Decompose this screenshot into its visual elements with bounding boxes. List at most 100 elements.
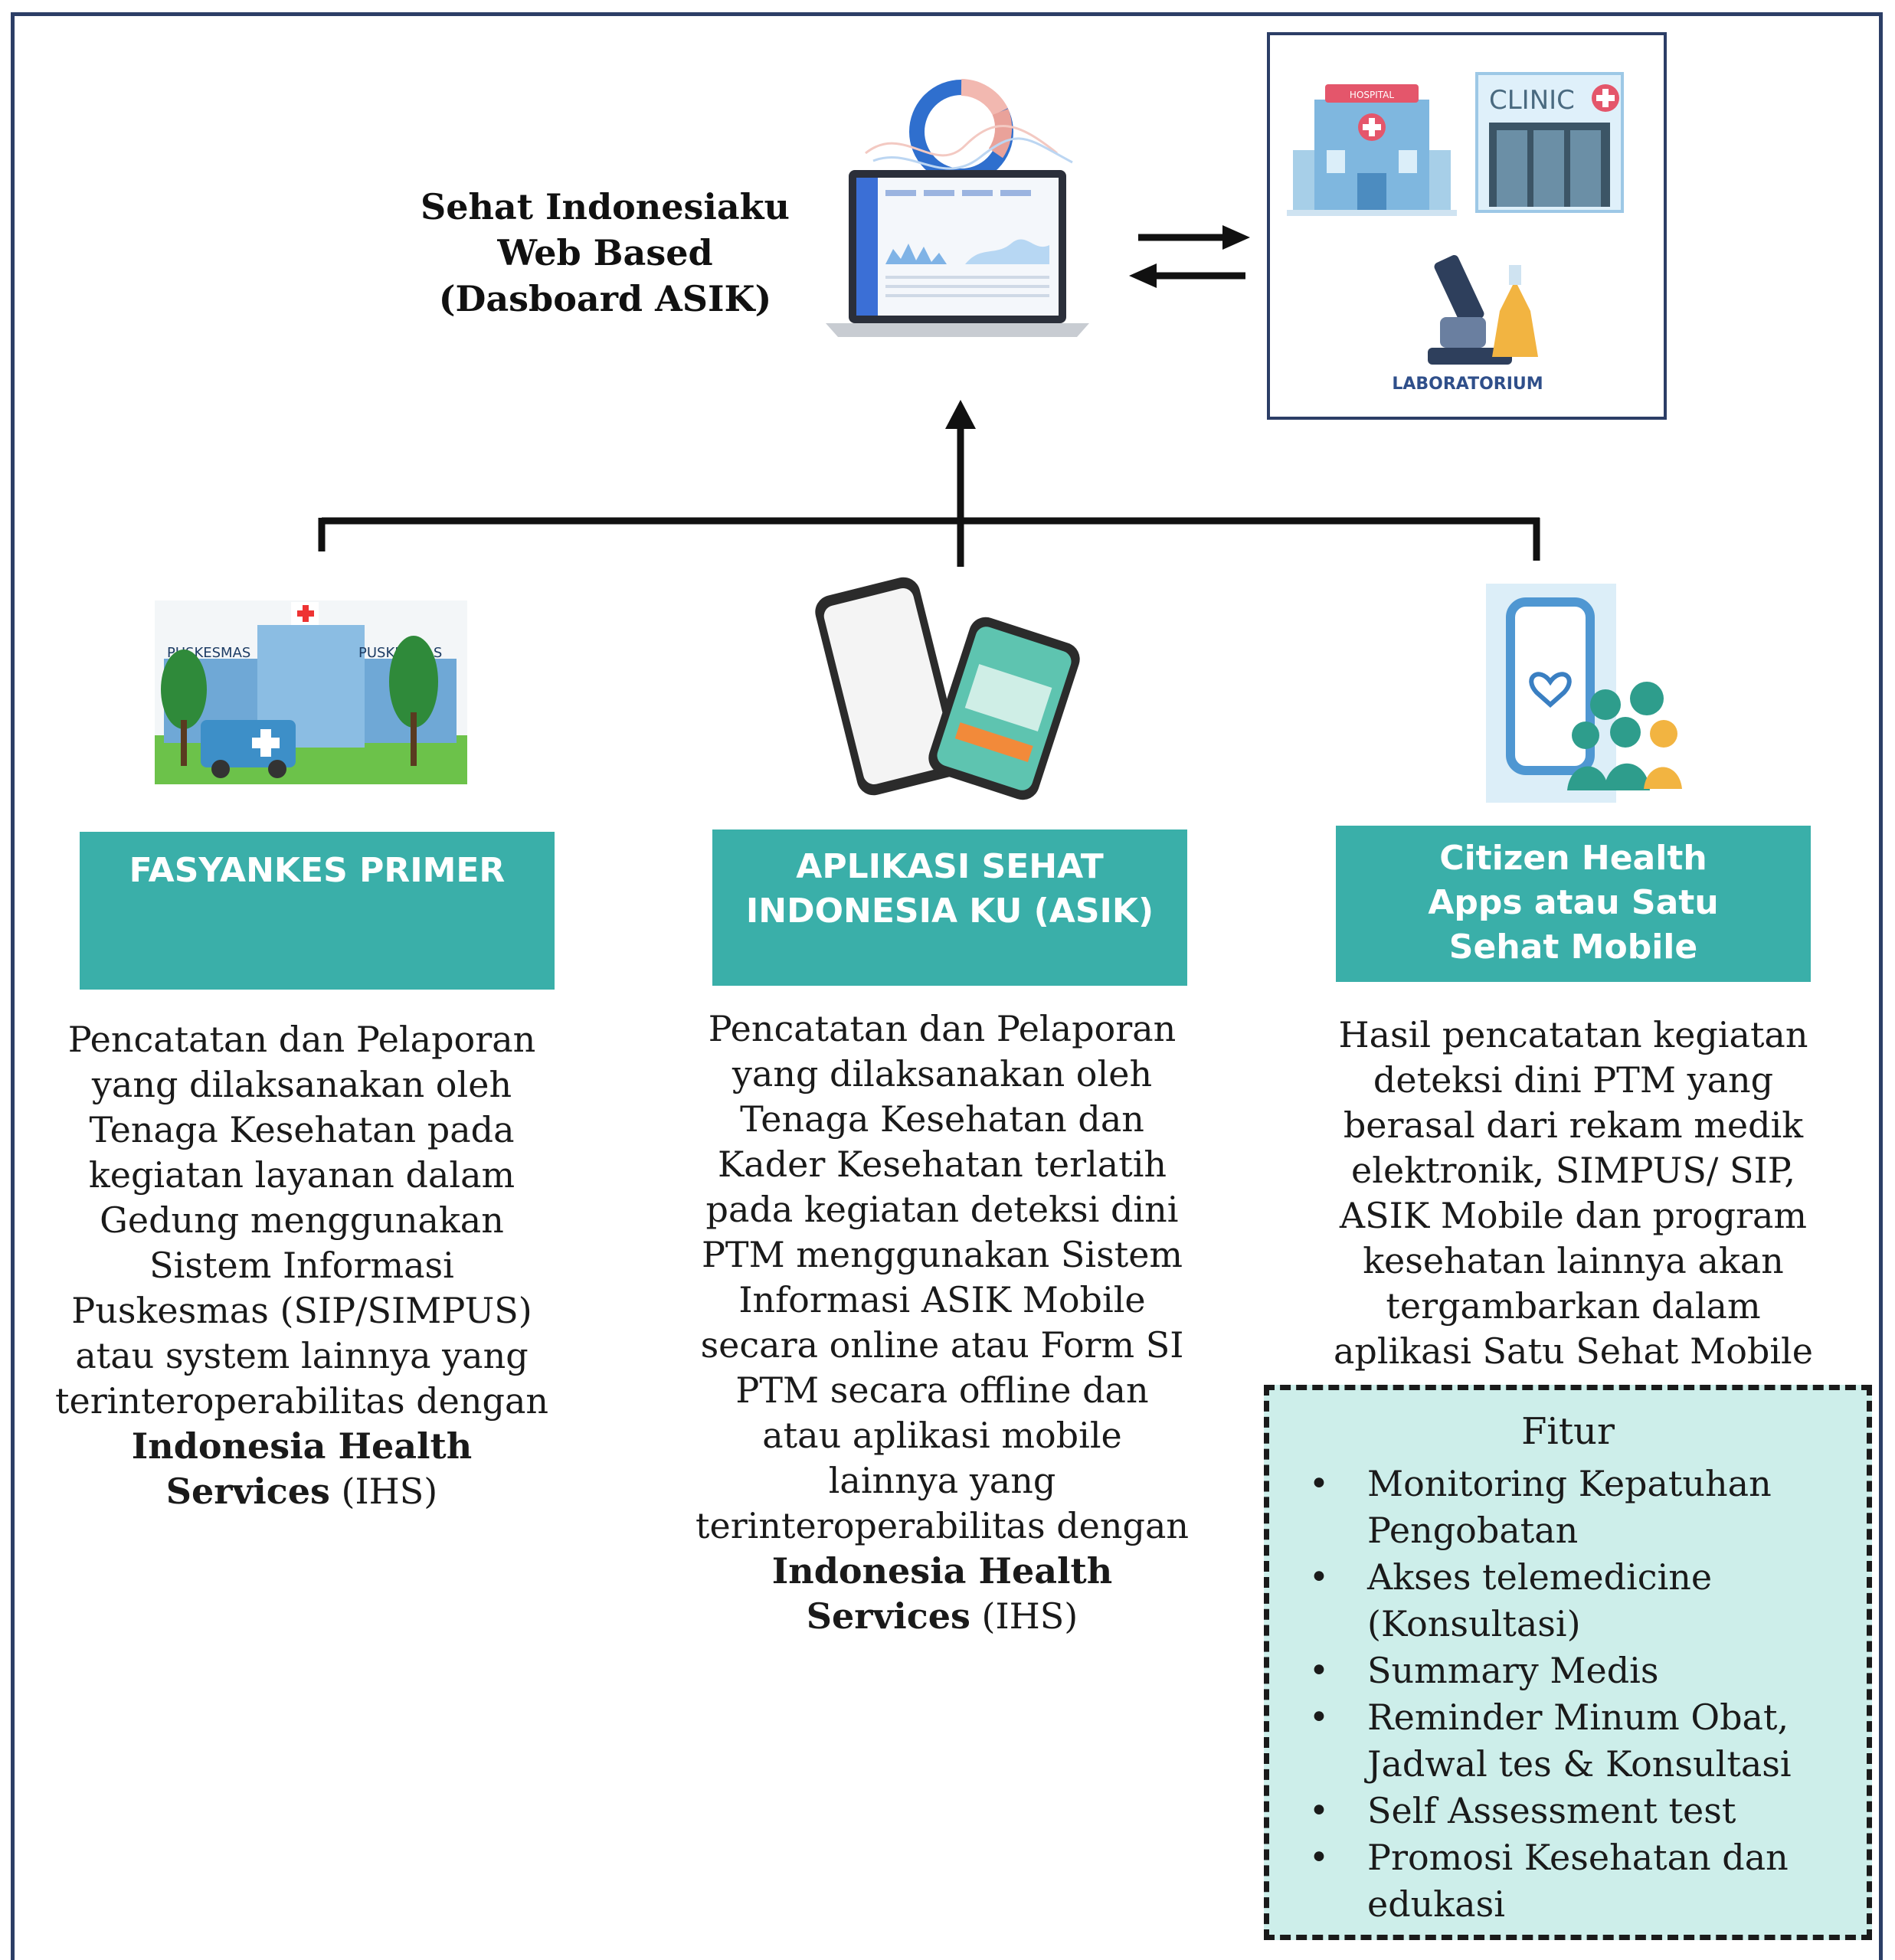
description-line: Services (IHS) (41, 1469, 562, 1514)
description-bold-word: Services (806, 1595, 970, 1637)
description-line: kesehatan lainnya akan (1363, 1240, 1784, 1281)
description-fasyankes: Pencatatan dan Pelaporan yang dilaksanak… (41, 1017, 562, 1514)
bullet-icon: • (1309, 1651, 1329, 1690)
description-line: ASIK Mobile dan program (1339, 1195, 1808, 1236)
features-box: Fitur • Monitoring Kepatuhan Pengobatan … (1264, 1385, 1872, 1940)
description-line: Kader Kesehatan terlatih (717, 1144, 1167, 1185)
feature-item: • Summary Medis (1309, 1648, 1792, 1694)
description-line: Services (IHS) (682, 1594, 1203, 1639)
header-line: Citizen Health (1439, 839, 1707, 878)
hospital-icon (1287, 84, 1457, 216)
description-line: Tenaga Kesehatan pada (89, 1109, 515, 1150)
header-line: APLIKASI SEHAT (796, 847, 1104, 886)
dashboard-title-line: Sehat Indonesiaku (420, 186, 790, 227)
description-line: PTM menggunakan Sistem (701, 1234, 1183, 1275)
facilities-box: HOSPITAL CLINIC LABORATORIUM (1267, 32, 1667, 420)
description-line: yang dilaksanakan oleh (91, 1064, 512, 1105)
feature-line: Jadwal tes & Konsultasi (1367, 1743, 1792, 1785)
outer-frame (11, 12, 1883, 1960)
bullet-icon: • (1309, 1791, 1329, 1831)
feature-line: Pengobatan (1367, 1510, 1579, 1551)
features-title: Fitur (1521, 1410, 1615, 1453)
bullet-icon: • (1309, 1464, 1329, 1504)
clinic-label: CLINIC (1489, 85, 1575, 116)
exchange-arrows (1129, 225, 1250, 288)
dashboard-title: Sehat Indonesiaku Web Based (Dasboard AS… (391, 184, 820, 322)
description-citizen: Hasil pencatatan kegiatan deteksi dini P… (1313, 1013, 1834, 1374)
feature-line: Self Assessment test (1367, 1790, 1736, 1831)
tree-connector (318, 400, 1540, 567)
description-line: pada kegiatan deteksi dini (705, 1189, 1179, 1230)
description-line: Sistem Informasi (149, 1245, 454, 1286)
bullet-icon: • (1309, 1698, 1329, 1737)
header-citizen-health: Citizen Health Apps atau Satu Sehat Mobi… (1336, 826, 1811, 982)
description-bold-word: Services (165, 1471, 330, 1512)
feature-item: • Promosi Kesehatan dan edukasi (1309, 1834, 1792, 1928)
description-bold-line: Indonesia Health (131, 1425, 473, 1467)
description-line: PTM secara offline dan (735, 1369, 1149, 1411)
feature-item: • Akses telemedicine (Konsultasi) (1309, 1554, 1792, 1648)
bullet-icon: • (1309, 1838, 1329, 1877)
description-line: lainnya yang (828, 1460, 1056, 1501)
description-asik: Pencatatan dan Pelaporan yang dilaksanak… (682, 1006, 1203, 1639)
description-line: Puskesmas (SIP/SIMPUS) (71, 1290, 532, 1331)
description-line: secara online atau Form SI (700, 1324, 1184, 1366)
hospital-sign: HOSPITAL (1350, 90, 1394, 100)
header-fasyankes-primer: FASYANKES PRIMER (80, 832, 555, 990)
header-line: Sehat Mobile (1448, 928, 1698, 967)
description-line: Informasi ASIK Mobile (738, 1279, 1146, 1320)
description-line: yang dilaksanakan oleh (731, 1053, 1153, 1095)
feature-line: Summary Medis (1367, 1650, 1659, 1691)
phone-icon (815, 577, 962, 796)
feature-line: Monitoring Kepatuhan (1367, 1463, 1772, 1504)
features-list: • Monitoring Kepatuhan Pengobatan • Akse… (1309, 1461, 1792, 1928)
description-line: berasal dari rekam medik (1343, 1104, 1804, 1146)
people-group-icon (1567, 682, 1682, 790)
feature-line: Promosi Kesehatan dan (1367, 1837, 1789, 1878)
description-line: atau aplikasi mobile (762, 1415, 1122, 1456)
heart-hands-icon (1529, 672, 1572, 708)
lab-label: LABORATORIUM (1392, 375, 1543, 394)
microscope-icon (1428, 255, 1538, 365)
description-line: tergambarkan dalam (1386, 1285, 1761, 1327)
description-line: Pencatatan dan Pelaporan (708, 1008, 1177, 1049)
header-line: FASYANKES PRIMER (129, 851, 506, 890)
phone-icon (928, 617, 1080, 800)
description-suffix: (IHS) (970, 1595, 1078, 1637)
description-line: Pencatatan dan Pelaporan (67, 1019, 536, 1060)
clinic-icon (1475, 72, 1624, 213)
ambulance-icon (201, 720, 296, 778)
header-line: Apps atau Satu (1428, 883, 1719, 922)
dashboard-title-line: (Dasboard ASIK) (438, 278, 772, 319)
phone-icon (1506, 597, 1595, 775)
feature-line: Reminder Minum Obat, (1367, 1697, 1789, 1738)
feature-item: • Monitoring Kepatuhan Pengobatan (1309, 1461, 1792, 1554)
description-line: deteksi dini PTM yang (1373, 1059, 1774, 1101)
description-line: Hasil pencatatan kegiatan (1338, 1014, 1808, 1055)
description-line: terinteroperabilitas dengan (54, 1380, 549, 1422)
description-line: aplikasi Satu Sehat Mobile (1334, 1330, 1813, 1372)
description-line: Gedung menggunakan (100, 1199, 504, 1241)
description-line: Tenaga Kesehatan dan (740, 1098, 1144, 1140)
feature-item: • Reminder Minum Obat, Jadwal tes & Kons… (1309, 1694, 1792, 1788)
header-line: INDONESIA KU (ASIK) (745, 892, 1154, 931)
feature-item: • Self Assessment test (1309, 1788, 1792, 1834)
description-suffix: (IHS) (329, 1471, 438, 1512)
description-line: atau system lainnya yang (75, 1335, 529, 1376)
laptop-icon (826, 170, 1089, 337)
header-aplikasi-asik: APLIKASI SEHAT INDONESIA KU (ASIK) (712, 829, 1187, 986)
dashboard-title-line: Web Based (497, 232, 713, 273)
description-line: elektronik, SIMPUS/ SIP, (1351, 1150, 1795, 1191)
description-line: terinteroperabilitas dengan (695, 1505, 1190, 1546)
description-line: kegiatan layanan dalam (88, 1154, 515, 1196)
feature-line: Akses telemedicine (1367, 1556, 1713, 1598)
bullet-icon: • (1309, 1558, 1329, 1597)
feature-line: edukasi (1367, 1883, 1505, 1925)
feature-line: (Konsultasi) (1367, 1603, 1581, 1644)
